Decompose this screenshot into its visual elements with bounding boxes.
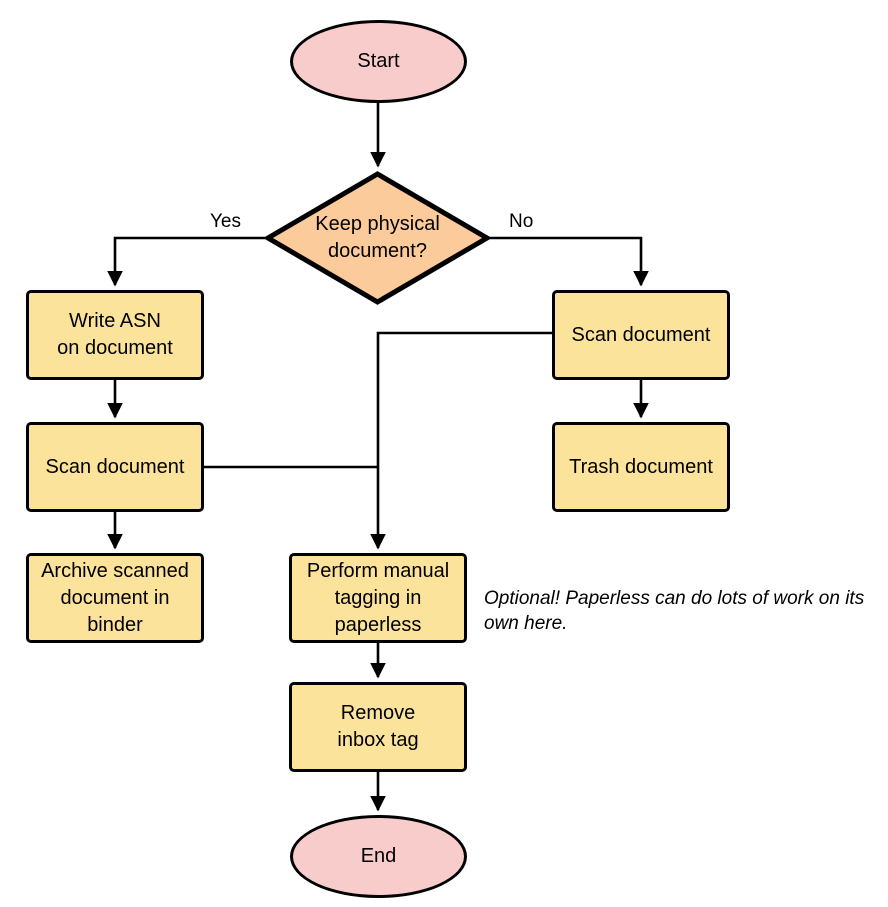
- node-write-asn-on-document[interactable]: Write ASN on document: [26, 290, 204, 380]
- edge-label-no: No: [509, 211, 534, 232]
- node-scan-document-right-label: Scan document: [571, 323, 711, 346]
- node-start[interactable]: Start: [290, 20, 467, 103]
- node-keep-physical-document[interactable]: Keep physical document?: [265, 171, 490, 305]
- edge-decision-to-write-asn: [107, 236, 265, 287]
- edge-decision-to-scan-right: [490, 236, 649, 287]
- node-trash-document-label: Trash document: [569, 455, 713, 478]
- node-remove-inbox-tag[interactable]: Remove inbox tag: [289, 682, 467, 772]
- node-archive-scanned-document-label: Archive scanned document in binder: [41, 559, 189, 636]
- node-keep-physical-document-label: Keep physical document?: [315, 213, 440, 262]
- node-scan-document-right[interactable]: Scan document: [552, 290, 730, 380]
- node-end[interactable]: End: [290, 815, 467, 898]
- node-scan-document-left-label: Scan document: [45, 455, 185, 478]
- node-archive-scanned-document[interactable]: Archive scanned document in binder: [26, 553, 204, 643]
- annotation-optional-note: Optional! Paperless can do lots of work …: [484, 588, 865, 634]
- node-start-label: Start: [357, 50, 400, 72]
- node-perform-manual-tagging-label: Perform manual tagging in paperless: [306, 559, 450, 636]
- node-write-asn-on-document-label: Write ASN on document: [57, 310, 173, 359]
- edge-label-yes: Yes: [210, 211, 241, 232]
- node-scan-document-left[interactable]: Scan document: [26, 422, 204, 512]
- node-end-label: End: [360, 845, 397, 867]
- node-remove-inbox-tag-label: Remove inbox tag: [337, 702, 419, 751]
- diamond-shape: [265, 171, 490, 305]
- node-perform-manual-tagging[interactable]: Perform manual tagging in paperless: [289, 553, 467, 643]
- edge-scan-right-to-tagging: [370, 331, 552, 550]
- node-trash-document[interactable]: Trash document: [552, 422, 730, 512]
